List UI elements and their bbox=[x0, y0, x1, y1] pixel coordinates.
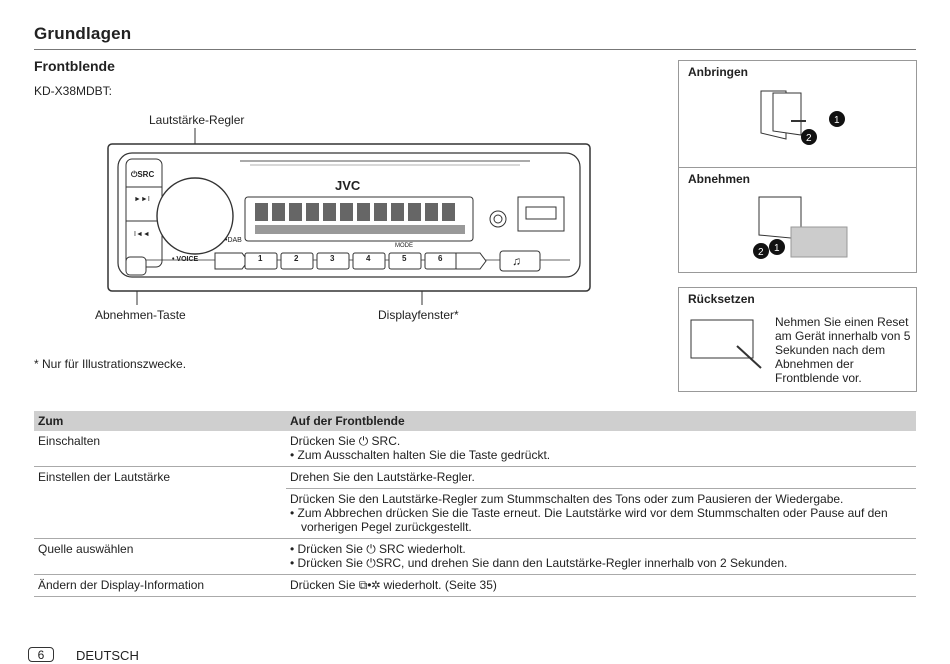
row-content: Drücken Sie den Lautstärke-Regler zum St… bbox=[286, 488, 916, 539]
detach-illustration: 2 1 bbox=[753, 196, 848, 259]
page-title: Grundlagen bbox=[34, 24, 132, 43]
row-label: Quelle auswählen bbox=[34, 538, 286, 575]
brand-logo: JVC bbox=[335, 178, 361, 193]
title-rule bbox=[34, 49, 916, 50]
page-number: 6 bbox=[28, 647, 54, 662]
preset-button-6[interactable]: 6 bbox=[438, 254, 443, 263]
row-content: Drücken Sie ⧉•✲ wiederholt. (Seite 35) bbox=[286, 574, 916, 597]
row-main: Drehen Sie den Lautstärke-Regler. bbox=[290, 470, 475, 484]
prev-button[interactable]: I◄◄ bbox=[134, 231, 150, 238]
row-label: Einschalten bbox=[34, 431, 286, 467]
src-button[interactable]: ⏻SRC bbox=[131, 170, 155, 179]
reset-box: Rücksetzen Nehmen Sie einen Reset am Ger… bbox=[678, 287, 917, 392]
table-row: Drücken Sie den Lautstärke-Regler zum St… bbox=[34, 488, 916, 539]
box-divider bbox=[679, 167, 916, 168]
row-label bbox=[34, 488, 286, 539]
table-row: Einstellen der Lautstärke Drehen Sie den… bbox=[34, 466, 916, 489]
footer-language: DEUTSCH bbox=[76, 648, 139, 663]
operations-table: Zum Auf der Frontblende Einschalten Drüc… bbox=[34, 411, 916, 597]
row-content: • Drücken Sie ⏻ SRC wiederholt. • Drücke… bbox=[286, 538, 916, 575]
header-zum: Zum bbox=[34, 411, 286, 431]
reset-title: Rücksetzen bbox=[688, 292, 755, 306]
table-row: Ändern der Display-Information Drücken S… bbox=[34, 574, 916, 597]
row-bullet: • Drücken Sie ⏻ SRC wiederholt. bbox=[290, 542, 466, 556]
attach-detach-box: Anbringen Abnehmen 1 2 2 1 bbox=[678, 60, 917, 273]
row-label: Ändern der Display-Information bbox=[34, 574, 286, 597]
preset-button-2[interactable]: 2 bbox=[294, 254, 299, 263]
next-button[interactable]: ►►I bbox=[134, 196, 150, 203]
svg-text:2: 2 bbox=[758, 247, 764, 258]
table-row: Einschalten Drücken Sie ⏻ SRC. • Zum Aus… bbox=[34, 431, 916, 467]
table-row: Quelle auswählen • Drücken Sie ⏻ SRC wie… bbox=[34, 538, 916, 575]
row-content: Drehen Sie den Lautstärke-Regler. bbox=[286, 466, 916, 489]
row-main: Drücken Sie ⏻ SRC. bbox=[290, 434, 401, 448]
table-header-row: Zum Auf der Frontblende bbox=[34, 411, 916, 431]
dab-label: •DAB bbox=[225, 237, 242, 244]
preset-button-3[interactable]: 3 bbox=[330, 254, 335, 263]
mode-label: MODE bbox=[395, 243, 413, 249]
row-main: Drücken Sie ⧉•✲ wiederholt. (Seite 35) bbox=[290, 578, 497, 592]
row-bullet: • Drücken Sie ⏻SRC, und drehen Sie dann … bbox=[290, 556, 788, 570]
callout-display-window: Displayfenster* bbox=[378, 308, 459, 322]
row-content: Drücken Sie ⏻ SRC. • Zum Ausschalten hal… bbox=[286, 431, 916, 467]
svg-text:1: 1 bbox=[774, 243, 780, 254]
music-note-icon: ♫ bbox=[512, 254, 521, 268]
callout-detach-button: Abnehmen-Taste bbox=[95, 308, 186, 322]
row-label: Einstellen der Lautstärke bbox=[38, 470, 171, 484]
attach-illustration: 1 2 bbox=[760, 90, 845, 145]
row-main: Drücken Sie den Lautstärke-Regler zum St… bbox=[290, 492, 844, 506]
model-label: KD-X38MDBT: bbox=[34, 84, 113, 98]
faceplate-illustration bbox=[107, 128, 591, 305]
header-frontblende: Auf der Frontblende bbox=[286, 411, 916, 431]
preset-button-1[interactable]: 1 bbox=[258, 254, 263, 263]
reset-illustration bbox=[690, 319, 762, 369]
svg-text:2: 2 bbox=[806, 133, 812, 144]
reset-text: Nehmen Sie einen Reset am Gerät innerhal… bbox=[775, 315, 911, 385]
preset-button-4[interactable]: 4 bbox=[366, 254, 371, 263]
voice-label: • VOICE bbox=[172, 256, 199, 263]
row-bullet: • Zum Ausschalten halten Sie die Taste g… bbox=[290, 448, 551, 462]
section-title: Frontblende bbox=[34, 58, 115, 74]
callout-volume-knob: Lautstärke-Regler bbox=[149, 113, 245, 127]
footnote: * Nur für Illustrationszwecke. bbox=[34, 357, 187, 371]
svg-text:1: 1 bbox=[834, 115, 840, 126]
preset-button-5[interactable]: 5 bbox=[402, 254, 407, 263]
detach-title: Abnehmen bbox=[688, 172, 751, 186]
row-bullet: • Zum Abbrechen drücken Sie die Taste er… bbox=[290, 506, 888, 534]
attach-title: Anbringen bbox=[688, 65, 748, 79]
